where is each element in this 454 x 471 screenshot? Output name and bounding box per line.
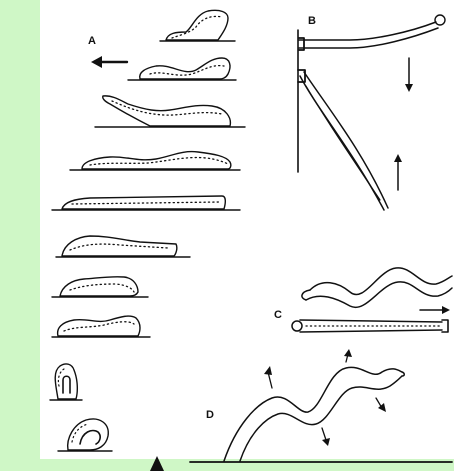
worm-stage-6 xyxy=(56,236,190,257)
arrow-left-icon xyxy=(91,56,127,68)
arrow-d-right-icon xyxy=(376,398,386,412)
worm-stage-1 xyxy=(160,10,235,41)
panel-label-c: C xyxy=(274,309,282,321)
worm-stage-3 xyxy=(95,96,245,127)
worm-stage-4 xyxy=(70,152,240,170)
arrow-down-icon xyxy=(405,58,413,92)
arrow-right-icon xyxy=(420,306,450,314)
worm-stage-2 xyxy=(128,58,236,80)
panel-b: B xyxy=(298,15,445,210)
worm-stage-10 xyxy=(58,419,112,451)
worm-stage-8 xyxy=(52,316,150,337)
worm-c-straight xyxy=(292,320,448,332)
worm-stage-5 xyxy=(52,196,240,210)
arrow-up-icon xyxy=(394,154,402,190)
panel-label-a: A xyxy=(88,35,96,47)
arrow-d-top-icon xyxy=(344,349,352,362)
worm-d xyxy=(224,367,404,461)
panel-label-d: D xyxy=(206,409,214,421)
worm-stage-9 xyxy=(50,364,82,400)
panel-d: D xyxy=(190,349,452,462)
panel-c: C xyxy=(274,268,452,332)
worm-stage-7 xyxy=(52,277,148,297)
panel-a: A xyxy=(50,10,245,451)
arrow-d-bottom-icon xyxy=(322,428,330,446)
worm-b-hanging xyxy=(298,70,388,210)
panel-label-b: B xyxy=(308,15,316,27)
arrow-d-upper-left-icon xyxy=(264,366,272,388)
worm-b-extended xyxy=(299,15,445,50)
triangle-up-icon xyxy=(150,456,164,471)
worm-c-wavy xyxy=(302,268,452,307)
